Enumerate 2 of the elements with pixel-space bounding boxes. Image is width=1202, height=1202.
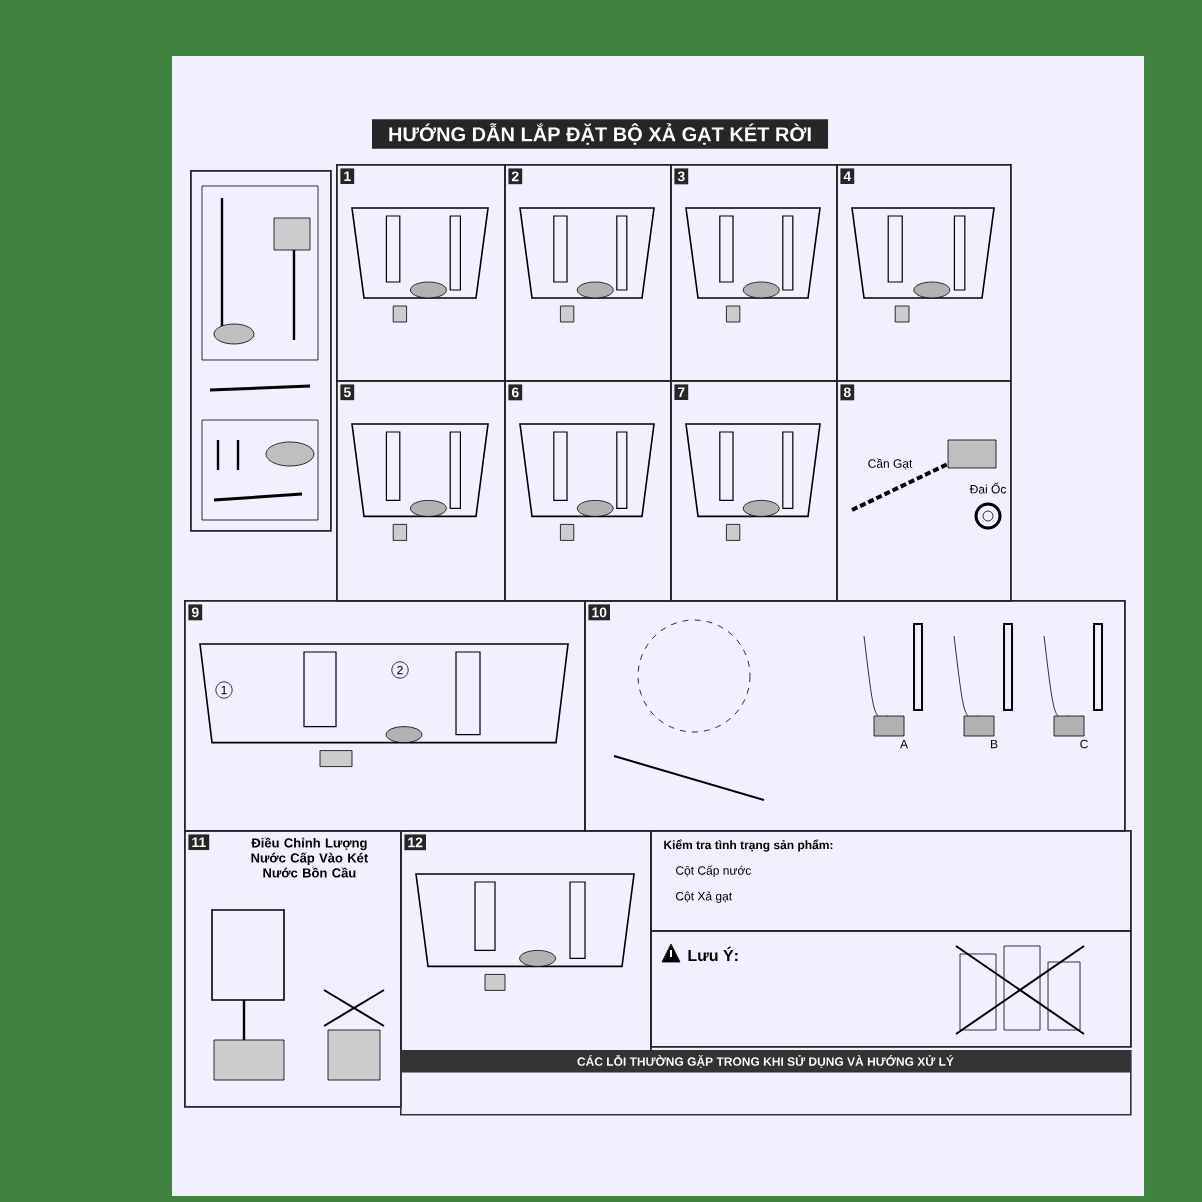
title-banner: HƯỚNG DẪN LẮP ĐẶT BỘ XẢ GẠT KÉT RỜI xyxy=(372,119,829,149)
caution-heading: Lưu Ý: xyxy=(688,946,738,962)
